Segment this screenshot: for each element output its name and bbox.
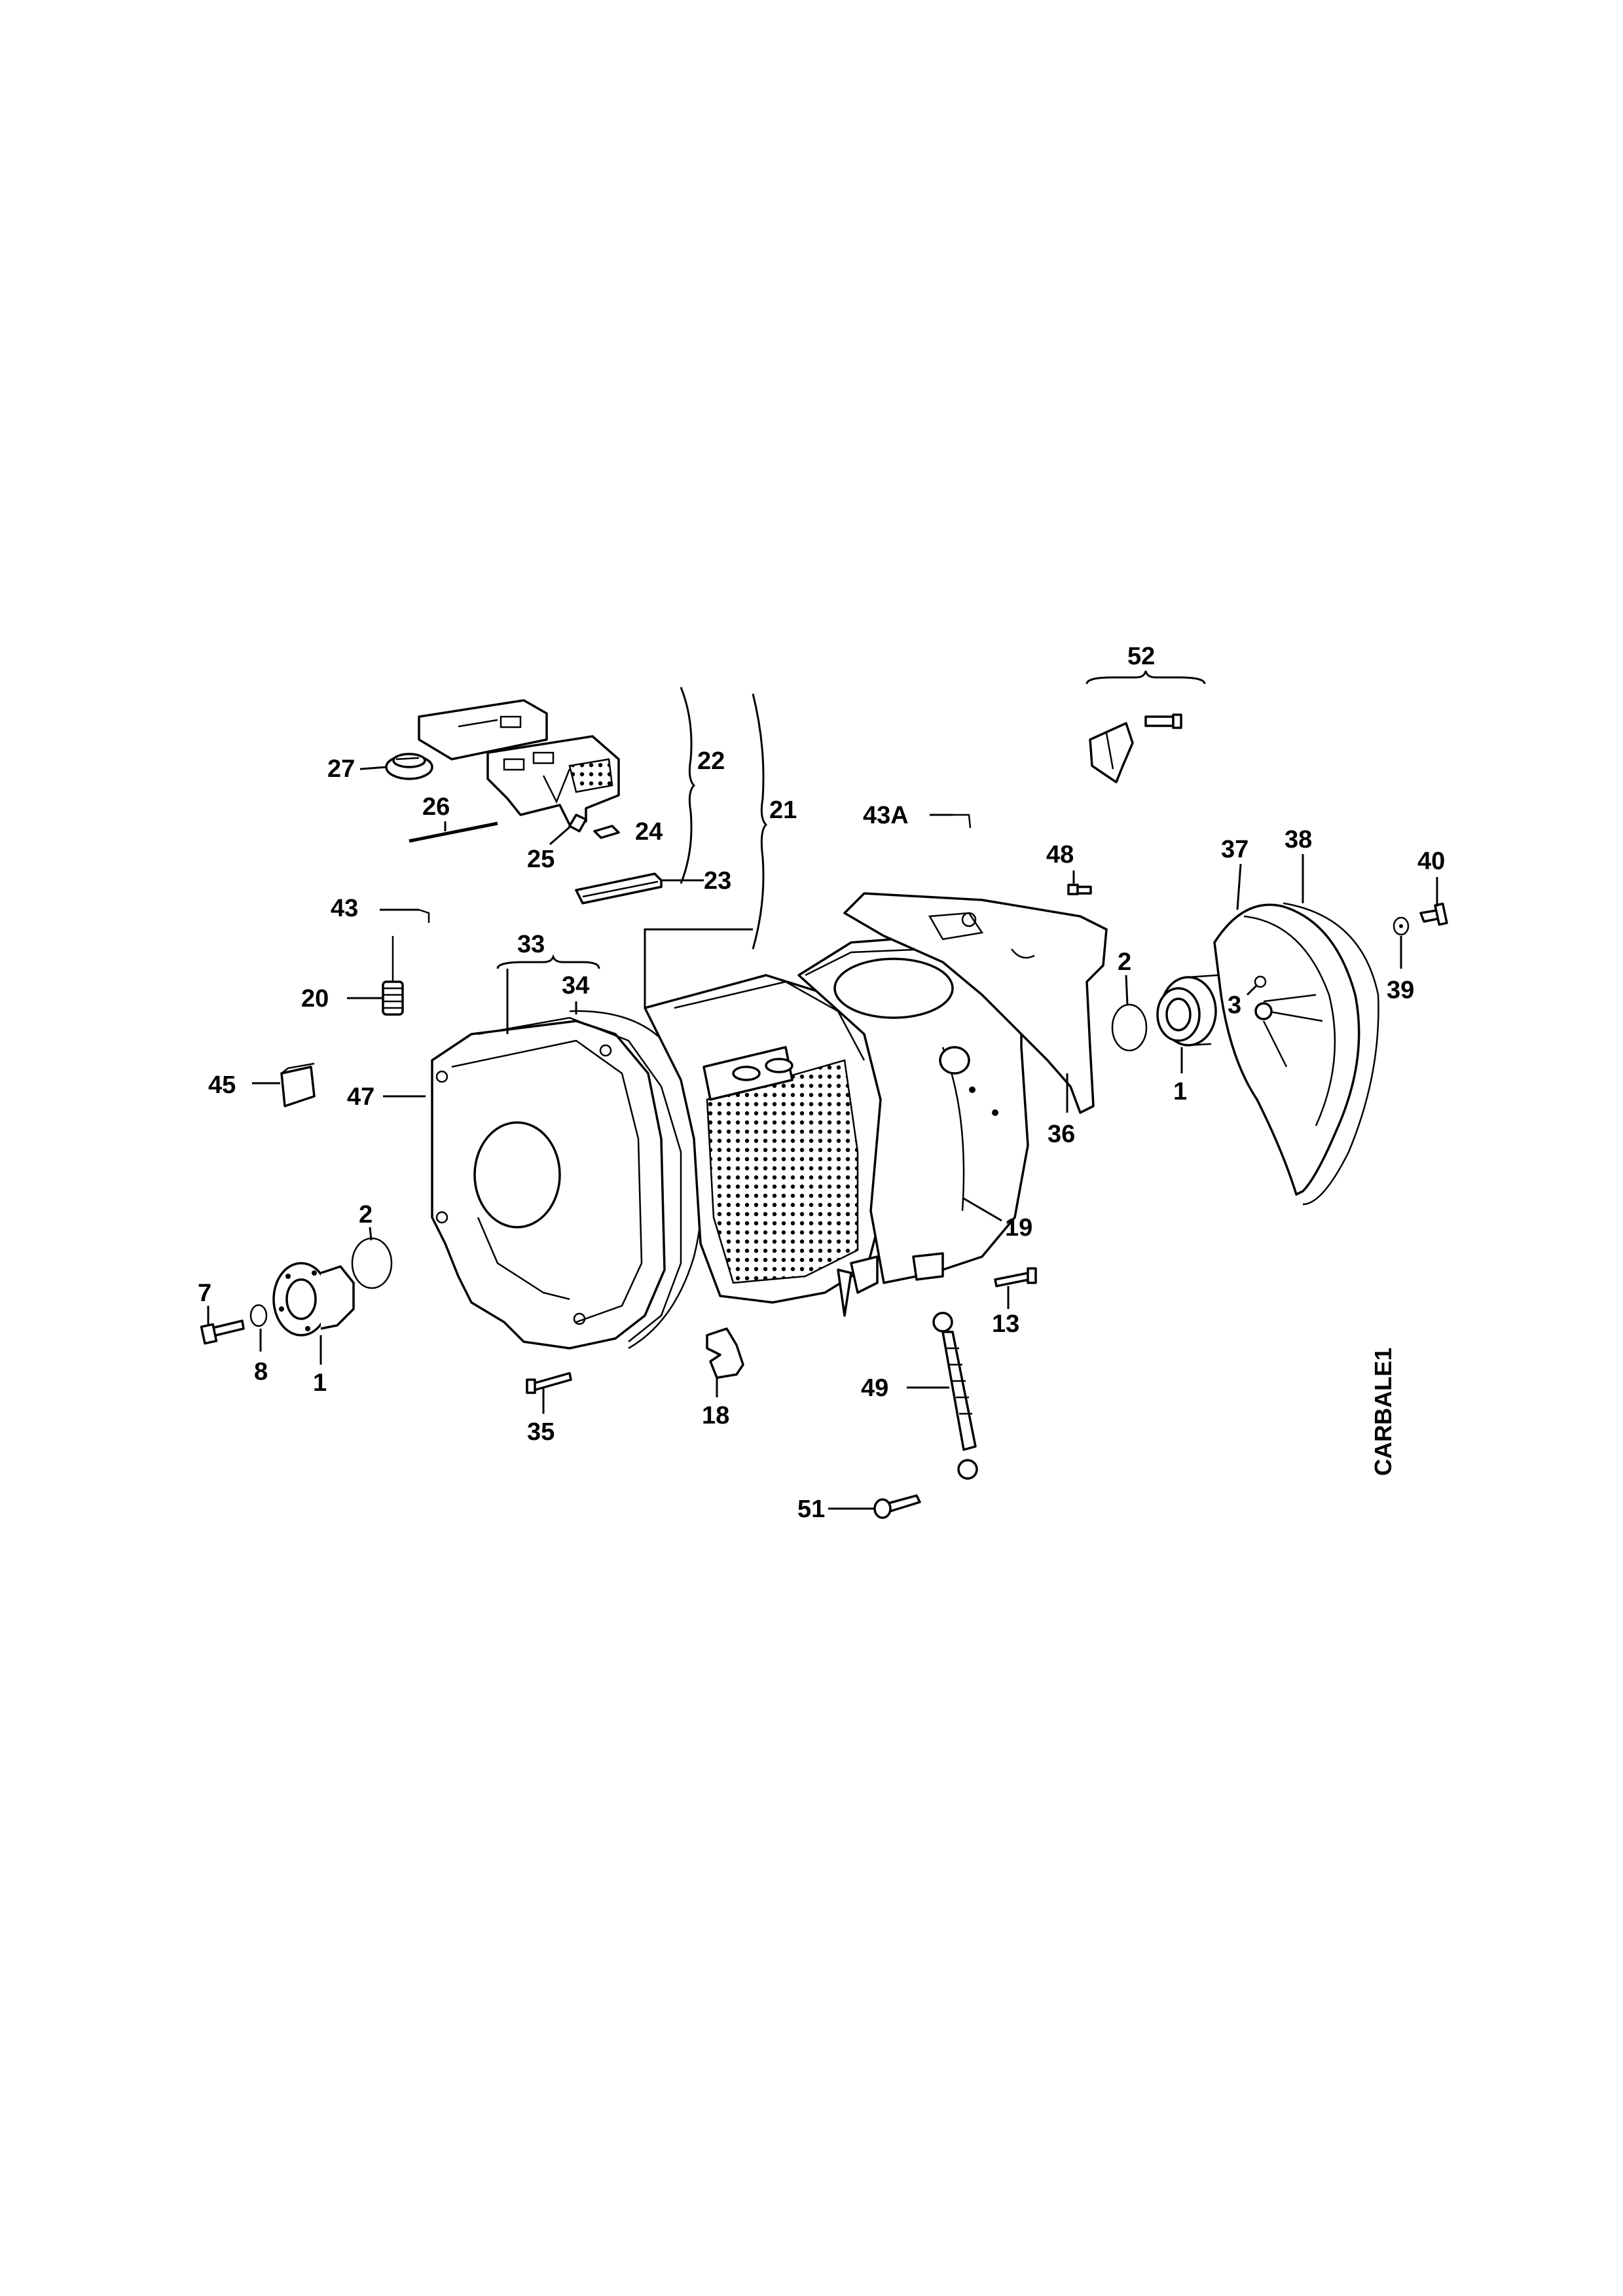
label-7: 7 bbox=[198, 1280, 211, 1307]
bracket-with-screw bbox=[1089, 713, 1182, 783]
small-knob bbox=[385, 753, 433, 780]
label-25: 25 bbox=[527, 846, 555, 873]
label-51: 51 bbox=[797, 1496, 825, 1523]
label-35: 35 bbox=[527, 1418, 555, 1446]
label-49: 49 bbox=[861, 1374, 888, 1402]
washer-8 bbox=[249, 1304, 268, 1327]
suspension-spring bbox=[382, 908, 430, 1016]
washer-39 bbox=[1393, 916, 1410, 936]
label-45: 45 bbox=[208, 1071, 236, 1099]
label-1-left: 1 bbox=[313, 1369, 327, 1397]
label-48: 48 bbox=[1046, 841, 1074, 869]
label-47: 47 bbox=[347, 1083, 374, 1111]
label-40: 40 bbox=[1417, 848, 1445, 875]
screw-13 bbox=[994, 1267, 1037, 1287]
label-26: 26 bbox=[422, 793, 450, 821]
tub-flange bbox=[477, 1016, 682, 1342]
o-ring-right bbox=[1111, 1003, 1148, 1052]
label-52: 52 bbox=[1127, 643, 1155, 670]
washer-3 bbox=[1254, 975, 1267, 988]
label-43: 43 bbox=[331, 895, 358, 922]
drum-baffle bbox=[575, 872, 663, 905]
screw-48 bbox=[1067, 884, 1092, 895]
leader-lines bbox=[207, 670, 1438, 1510]
label-39: 39 bbox=[1387, 977, 1414, 1004]
screw-35 bbox=[526, 1372, 572, 1394]
label-21: 21 bbox=[769, 797, 797, 824]
tub-top-cover bbox=[843, 892, 1108, 1114]
label-13: 13 bbox=[992, 1310, 1019, 1338]
label-8: 8 bbox=[254, 1358, 268, 1386]
clip-18 bbox=[706, 1327, 744, 1379]
detergent-drawer-panels bbox=[418, 699, 620, 826]
counterweight-block bbox=[280, 1062, 316, 1107]
drum-pulley bbox=[1213, 903, 1360, 1196]
label-22: 22 bbox=[697, 747, 725, 775]
drum-assembly bbox=[644, 974, 885, 1304]
label-36: 36 bbox=[1048, 1121, 1075, 1148]
bearing-bolt bbox=[200, 1319, 245, 1345]
label-34: 34 bbox=[562, 972, 589, 999]
label-2-right: 2 bbox=[1118, 948, 1131, 976]
label-43a: 43A bbox=[863, 802, 909, 829]
label-1-right: 1 bbox=[1173, 1078, 1187, 1105]
label-38: 38 bbox=[1285, 826, 1312, 853]
label-3: 3 bbox=[1228, 992, 1241, 1019]
rear-tub-half bbox=[797, 935, 1029, 1317]
label-27: 27 bbox=[327, 755, 355, 783]
pulley-bolt bbox=[1419, 903, 1448, 926]
o-ring-left bbox=[351, 1237, 393, 1289]
pivot-pin bbox=[873, 1494, 921, 1519]
label-33: 33 bbox=[517, 931, 545, 958]
label-2-left: 2 bbox=[359, 1201, 373, 1229]
label-18: 18 bbox=[702, 1402, 729, 1429]
shock-absorber bbox=[932, 1312, 978, 1480]
label-24: 24 bbox=[635, 818, 663, 846]
label-37: 37 bbox=[1221, 836, 1249, 863]
front-tub-half bbox=[431, 1020, 666, 1350]
label-19: 19 bbox=[1005, 1214, 1032, 1242]
drawing-code: CARBALE1 bbox=[1370, 1348, 1396, 1476]
bearing-housing-left bbox=[272, 1262, 355, 1336]
part-number-labels: 52 22 21 27 26 24 25 23 43A 48 37 38 40 … bbox=[198, 643, 1445, 1523]
rod bbox=[409, 821, 498, 843]
hook-43a bbox=[930, 814, 972, 829]
drive-belt bbox=[1283, 902, 1379, 1206]
small-clips bbox=[568, 814, 620, 839]
label-23: 23 bbox=[704, 867, 731, 895]
label-20: 20 bbox=[301, 985, 329, 1013]
bearing-housing-right bbox=[1156, 974, 1218, 1047]
